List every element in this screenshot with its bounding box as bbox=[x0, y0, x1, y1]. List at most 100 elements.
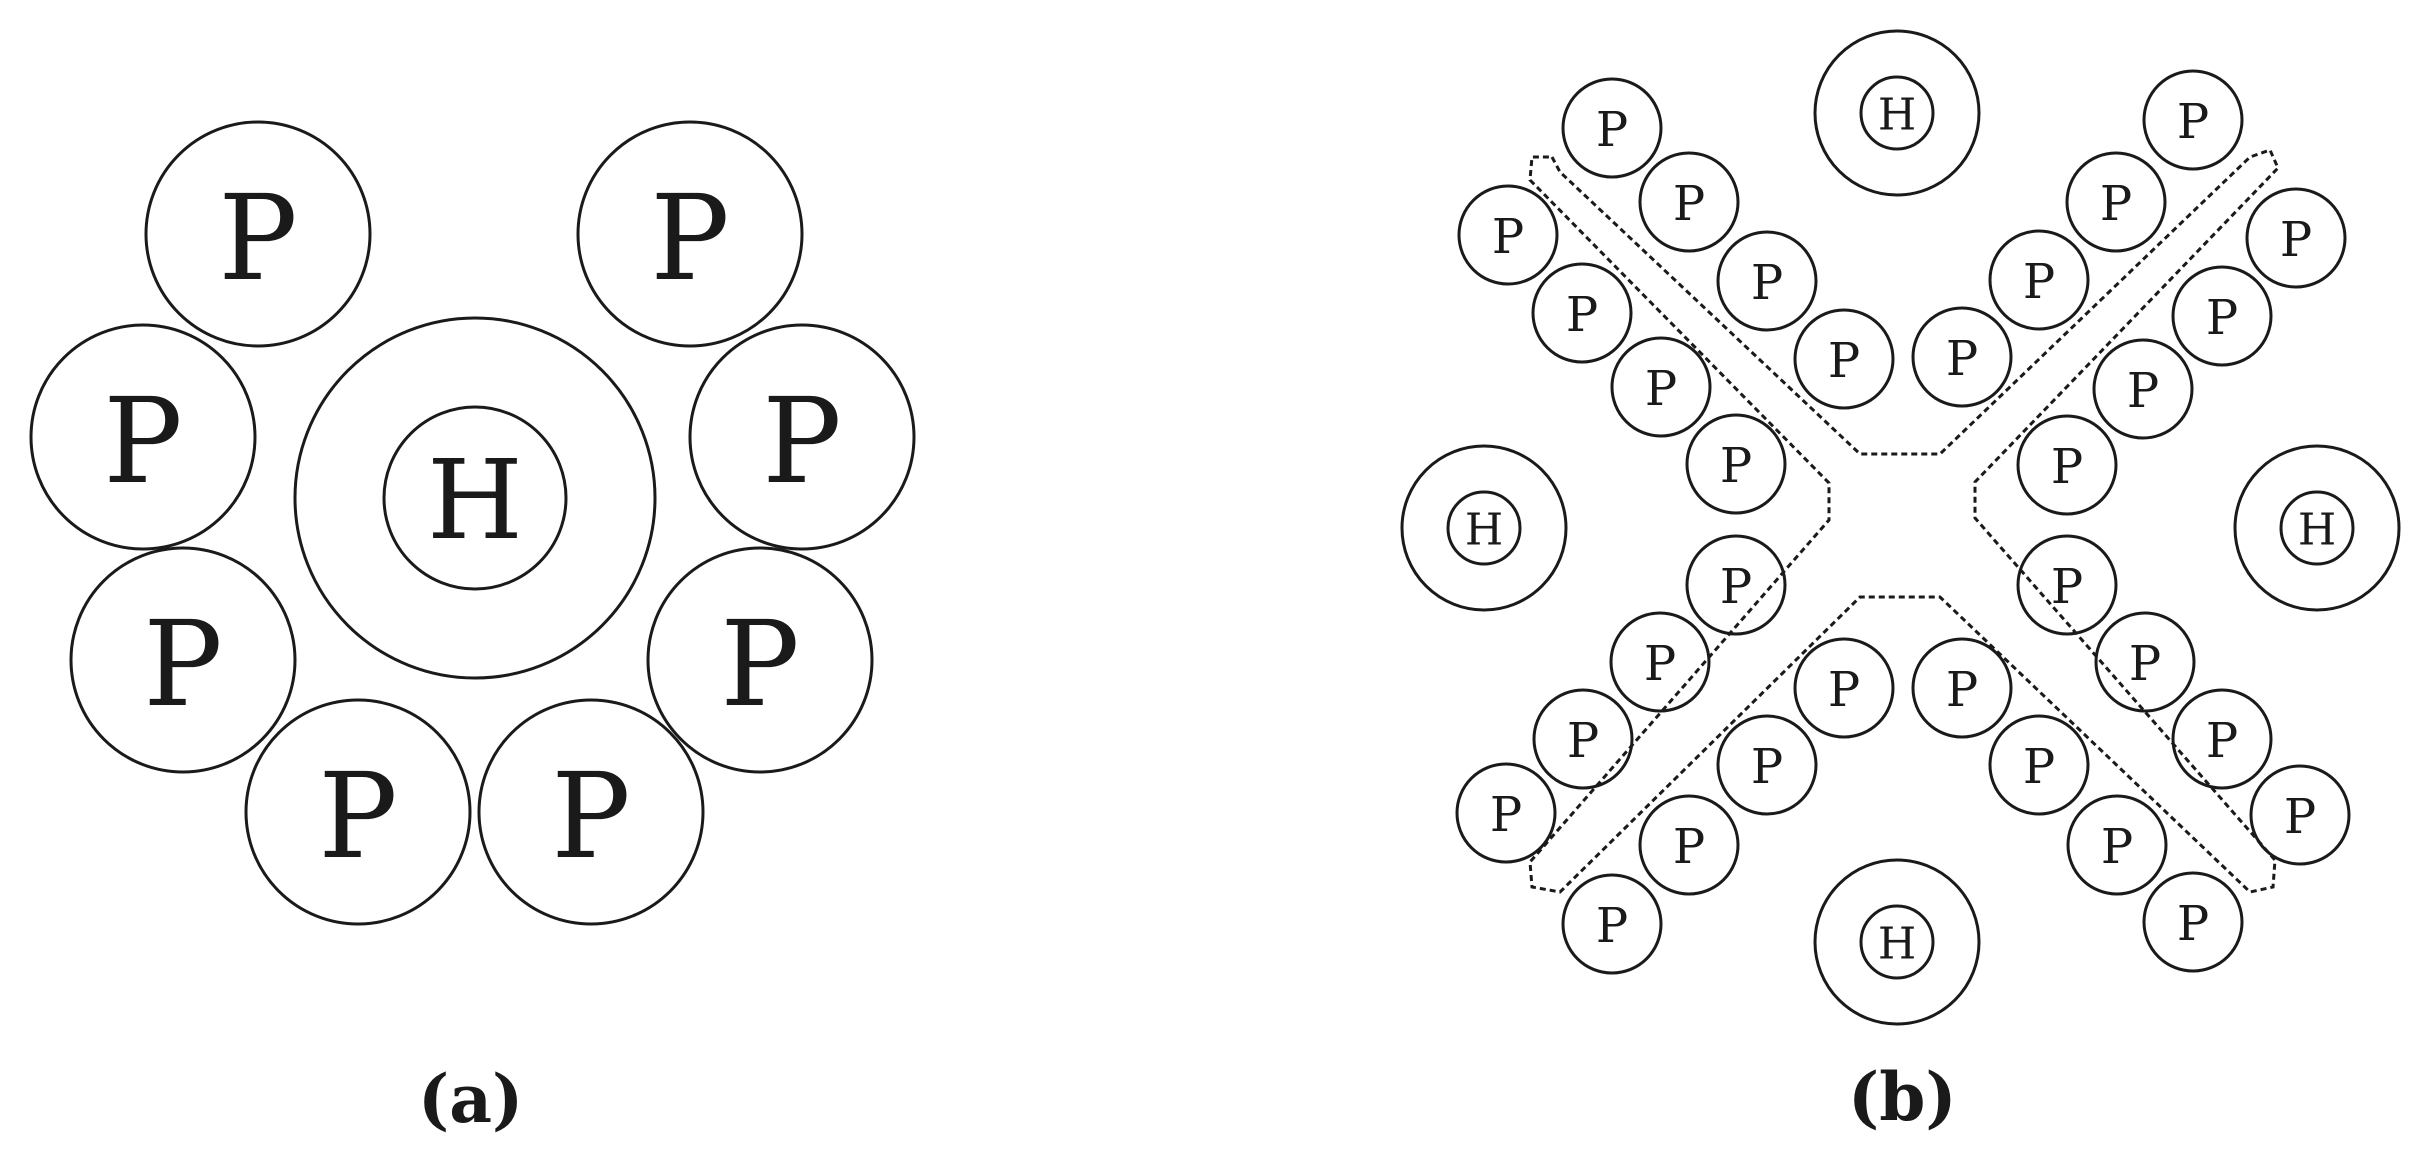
particle-label-b: P bbox=[2051, 439, 2083, 495]
particle-label-b: P bbox=[2127, 363, 2159, 419]
particle-label-b: P bbox=[2280, 212, 2312, 268]
particle-circle-b bbox=[1609, 611, 1711, 713]
particle-circle-b bbox=[1638, 794, 1740, 896]
particle-circle-b bbox=[1638, 151, 1740, 253]
particle-circle-b bbox=[2092, 338, 2194, 440]
particle-label-a: P bbox=[551, 747, 630, 885]
host-outer-shell-b bbox=[1400, 444, 1568, 612]
host-core-b bbox=[1859, 75, 1935, 151]
particle-circle-b bbox=[2171, 688, 2273, 790]
particle-circle-a bbox=[688, 323, 916, 551]
particle-circle-a bbox=[477, 698, 705, 926]
particle-circle-b bbox=[2016, 534, 2118, 636]
particle-label-b: P bbox=[2177, 94, 2209, 150]
particle-circle-b bbox=[1685, 534, 1787, 636]
particle-label-b: P bbox=[1673, 819, 1705, 875]
particle-circle-b bbox=[2171, 265, 2273, 367]
particle-label-b: P bbox=[2206, 290, 2238, 346]
particle-label-b: P bbox=[1828, 333, 1860, 389]
particle-label-b: P bbox=[2284, 789, 2316, 845]
host-label-b: H bbox=[2298, 505, 2336, 556]
particle-label-b: P bbox=[2051, 559, 2083, 615]
particle-circle-b bbox=[2016, 414, 2118, 516]
particle-circle-b bbox=[2142, 871, 2244, 973]
host-core-b bbox=[1446, 490, 1522, 566]
particle-label-b: P bbox=[1596, 898, 1628, 954]
dashed-x-region-outline bbox=[1528, 148, 2280, 894]
caption-b: (b) bbox=[1848, 1058, 1957, 1136]
particle-circle-b bbox=[1911, 306, 2013, 408]
particle-label-a: P bbox=[218, 169, 297, 307]
particle-label-b: P bbox=[2206, 713, 2238, 769]
host-label-b: H bbox=[1878, 90, 1916, 141]
particle-label-b: P bbox=[1946, 331, 1978, 387]
particle-circle-b bbox=[2066, 794, 2168, 896]
particle-label-a: P bbox=[720, 595, 799, 733]
particle-circle-b bbox=[1610, 336, 1712, 438]
host-outer-shell-b bbox=[1813, 29, 1981, 197]
host-core-a bbox=[382, 405, 568, 591]
particle-circle-b bbox=[1988, 229, 2090, 331]
host-outer-shell-b bbox=[1813, 858, 1981, 1026]
host-label-b: H bbox=[1465, 505, 1503, 556]
particle-circle-b bbox=[1531, 262, 1633, 364]
particle-label-a: P bbox=[650, 169, 729, 307]
particle-label-b: P bbox=[1828, 662, 1860, 718]
particle-circle-b bbox=[2065, 151, 2167, 253]
particle-circle-a bbox=[244, 698, 472, 926]
particle-circle-b bbox=[1532, 688, 1634, 790]
particle-circle-b bbox=[2142, 69, 2244, 171]
host-label-b: H bbox=[1878, 919, 1916, 970]
particle-label-b: P bbox=[2023, 254, 2055, 310]
caption-a: (a) bbox=[418, 1060, 524, 1138]
particle-circle-b bbox=[1455, 762, 1557, 864]
host-outer-shell-a bbox=[293, 316, 657, 680]
particle-circle-b bbox=[2245, 187, 2347, 289]
particle-circle-b bbox=[1685, 413, 1787, 515]
particle-circle-b bbox=[2249, 764, 2351, 866]
particle-circle-b bbox=[2094, 611, 2196, 713]
particle-label-b: P bbox=[1596, 102, 1628, 158]
host-core-b bbox=[2279, 490, 2355, 566]
particle-label-a: P bbox=[103, 372, 182, 510]
particle-circle-b bbox=[1988, 714, 2090, 816]
particle-label-a: P bbox=[143, 595, 222, 733]
particle-label-b: P bbox=[1751, 255, 1783, 311]
particle-circle-b bbox=[1911, 637, 2013, 739]
host-core-b bbox=[1859, 904, 1935, 980]
particle-label-b: P bbox=[2177, 896, 2209, 952]
particle-circle-a bbox=[646, 546, 874, 774]
particle-label-b: P bbox=[1645, 361, 1677, 417]
particle-label-b: P bbox=[1673, 176, 1705, 232]
host-label-a: H bbox=[427, 436, 523, 564]
particle-label-b: P bbox=[1492, 209, 1524, 265]
particle-label-a: P bbox=[762, 372, 841, 510]
particle-label-b: P bbox=[1490, 787, 1522, 843]
particle-label-b: P bbox=[2023, 739, 2055, 795]
particle-circle-b bbox=[1561, 873, 1663, 975]
particle-label-b: P bbox=[1720, 438, 1752, 494]
particle-label-b: P bbox=[1644, 636, 1676, 692]
particle-circle-a bbox=[144, 120, 372, 348]
particle-label-b: P bbox=[1567, 713, 1599, 769]
particle-circle-b bbox=[1793, 308, 1895, 410]
particle-label-a: P bbox=[318, 747, 397, 885]
particle-circle-b bbox=[1561, 77, 1663, 179]
particle-circle-b bbox=[1716, 230, 1818, 332]
particle-circle-b bbox=[1793, 637, 1895, 739]
particle-circle-b bbox=[1716, 714, 1818, 816]
particle-label-b: P bbox=[2129, 636, 2161, 692]
particle-label-b: P bbox=[2100, 176, 2132, 232]
particle-circle-a bbox=[29, 323, 257, 551]
particle-circle-b bbox=[1457, 184, 1559, 286]
particle-circle-a bbox=[69, 546, 297, 774]
host-outer-shell-b bbox=[2233, 444, 2401, 612]
particle-label-b: P bbox=[1946, 662, 1978, 718]
particle-label-b: P bbox=[2101, 819, 2133, 875]
particle-label-b: P bbox=[1720, 559, 1752, 615]
particle-circle-a bbox=[576, 120, 804, 348]
